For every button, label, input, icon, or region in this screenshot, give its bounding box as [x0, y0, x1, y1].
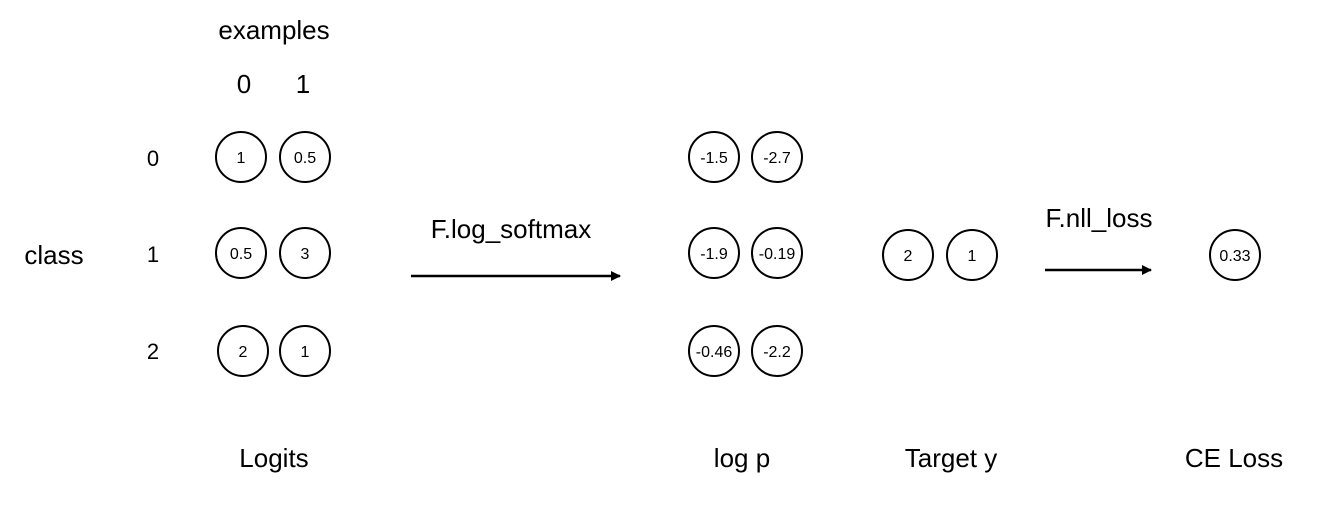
loss-value: 0.33: [1219, 248, 1250, 265]
target-node: 2: [882, 229, 934, 281]
log-softmax-label: F.log_softmax: [431, 214, 591, 244]
logit-value: 0.5: [294, 150, 316, 167]
log-p-value: -0.46: [696, 344, 733, 361]
log-p-node: -2.2: [751, 325, 803, 377]
log-p-value: -1.9: [700, 246, 728, 263]
logit-value: 0.5: [230, 246, 252, 263]
target-node: 1: [946, 229, 998, 281]
logit-node: 0.5: [279, 131, 331, 183]
logits-matrix: 1 0.5 0.5 3 2 1: [215, 131, 331, 377]
log-p-value: -2.7: [763, 150, 791, 167]
class-index-2: 2: [147, 339, 159, 364]
log-p-matrix: -1.5 -2.7 -1.9 -0.19 -0.46 -2.2: [688, 131, 803, 377]
log-p-value: -1.5: [700, 150, 728, 167]
class-index-0: 0: [147, 146, 159, 171]
log-p-node: -1.5: [688, 131, 740, 183]
log-p-node: -2.7: [751, 131, 803, 183]
target-vector: 2 1: [882, 229, 998, 281]
loss-caption: CE Loss: [1185, 443, 1283, 473]
log-p-node: -1.9: [688, 227, 740, 279]
class-index-1: 1: [147, 242, 159, 267]
logit-node: 0.5: [215, 227, 267, 279]
target-value: 1: [968, 248, 977, 265]
loss-node: 0.33: [1209, 229, 1261, 281]
example-index-0: 0: [237, 69, 251, 99]
logit-value: 1: [301, 344, 310, 361]
target-value: 2: [904, 248, 913, 265]
logit-node: 1: [215, 131, 267, 183]
target-caption: Target y: [905, 443, 998, 473]
example-index-1: 1: [296, 69, 310, 99]
log-p-node: -0.19: [751, 227, 803, 279]
log-p-caption: log p: [714, 443, 770, 473]
nll-loss-label: F.nll_loss: [1046, 203, 1153, 233]
logit-node: 1: [279, 325, 331, 377]
log-p-value: -0.19: [759, 246, 796, 263]
logits-caption: Logits: [239, 443, 308, 473]
logit-value: 1: [237, 150, 246, 167]
logit-node: 3: [279, 227, 331, 279]
log-p-value: -2.2: [763, 344, 791, 361]
examples-label: examples: [218, 15, 329, 45]
logit-value: 2: [239, 344, 248, 361]
logit-node: 2: [217, 325, 269, 377]
logit-value: 3: [301, 246, 310, 263]
log-p-node: -0.46: [688, 325, 740, 377]
class-label: class: [24, 240, 83, 270]
